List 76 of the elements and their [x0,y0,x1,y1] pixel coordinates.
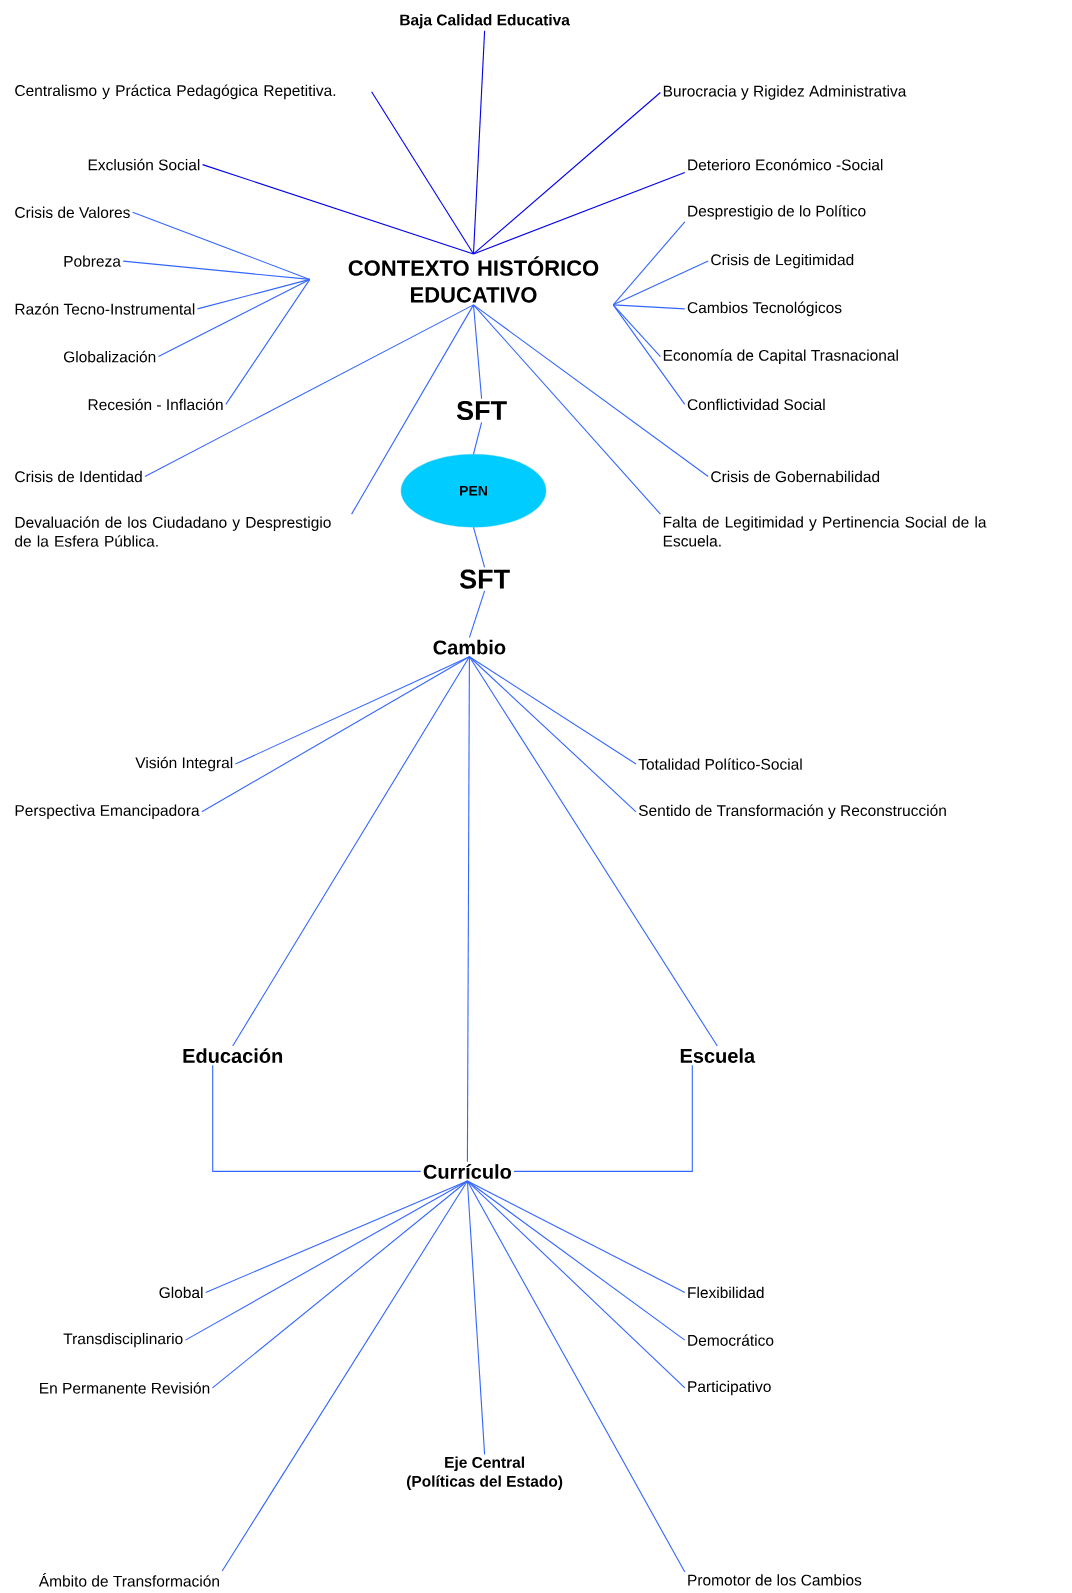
connector-line [371,91,475,255]
topic-label: En Permanente Revisión [40,1382,210,1394]
connector-line [132,211,311,280]
topic-label: Participativo [688,1380,771,1396]
topic-label: Conflictividad Social [687,398,825,411]
topic-label: Crisis de Identidad [15,470,142,483]
connector-line [466,1180,686,1573]
topic-label: Centralismo y Práctica Pedagógica Repetitiva. [15,84,336,100]
topic-label: Cambios Tecnológicos [687,301,842,317]
section-heading: Escuela [680,1048,756,1063]
topic-label: Ámbito de Transformación [38,1573,219,1587]
topic-label: Transdisciplinario [63,1332,183,1348]
connector-line [221,1180,468,1572]
connector-line [234,656,470,765]
connector-line [466,656,470,1163]
connector-line [225,278,311,405]
topic-label: Razón Tecno-Instrumental [15,303,195,315]
connector-line [472,304,661,515]
topic-label: Global [159,1286,203,1299]
connector-line [184,1180,468,1341]
connector-line [466,1180,686,1293]
topic-label: Crisis de Legitimidad [711,253,854,269]
topic-label: Globalización [64,350,156,363]
topic-label: Perspectiva Emancipadora [15,804,200,820]
connector-line [612,304,686,310]
connector-line [468,656,718,1047]
connector-line [513,1064,693,1172]
connector-line [351,304,475,515]
heading-text: Baja Calidad Educativa [400,14,570,29]
connector-line [211,1180,468,1389]
connector-line [472,30,486,255]
connector-line [468,590,486,639]
connector-line [157,278,311,358]
connector-line [466,1180,686,1389]
topic-label: Desprestigio de lo Político [688,205,866,220]
connector-line [612,260,709,306]
connector-line [612,221,686,306]
connector-line [472,421,483,455]
connector-line [212,1064,422,1172]
connector-line [612,304,661,358]
topic-label: Crisis de Gobernabilidad [711,470,880,483]
topic-label: Devaluación de los Ciudadano y Desprestigio de la Esfera Pública. [15,516,331,547]
section-heading: Currículo [423,1164,512,1179]
topic-label: Recesión - Inflación [88,398,223,411]
topic-label: Pobreza [64,255,121,267]
connector-line [196,278,311,310]
topic-label: Deterioro Económico -Social [688,158,883,171]
central-heading: CONTEXTO HISTÓRICO EDUCATIVO [348,256,599,303]
connector-line [144,304,475,478]
connector-line [202,164,475,255]
large-heading: SFT [456,400,507,421]
connector-line [232,656,470,1047]
topic-label: Sentido de Transformación y Reconstrucción [638,804,946,820]
heading-text: Eje Central (Políticas del Estado) [407,1456,563,1490]
topic-label: Promotor de los Cambios [688,1574,862,1586]
connector-line [612,304,686,405]
topic-label: Economía de Capital Trasnacional [663,349,898,364]
section-heading: Cambio [433,639,506,655]
topic-label: Burocracia y Rigidez Administrativa [663,85,907,100]
connector-line [466,1180,486,1455]
connector-line [201,656,470,813]
connector-line [468,656,637,765]
topic-label: Flexibilidad [688,1286,764,1299]
connector-line [472,526,486,568]
connector-line [472,172,686,255]
topic-label: Falta de Legitimidad y Pertinencia Social de la Escuela. [663,516,987,547]
connector-line [468,656,637,813]
topic-label: Democrático [688,1334,774,1346]
connector-line [472,304,483,400]
section-heading: Educación [183,1048,283,1064]
topic-label: Visión Integral [135,756,233,772]
topic-label: Totalidad Político-Social [638,758,802,770]
topic-label: Crisis de Valores [15,206,130,218]
connector-line [472,91,661,255]
topic-label: Exclusión Social [88,158,200,171]
large-heading: SFT [459,569,510,589]
